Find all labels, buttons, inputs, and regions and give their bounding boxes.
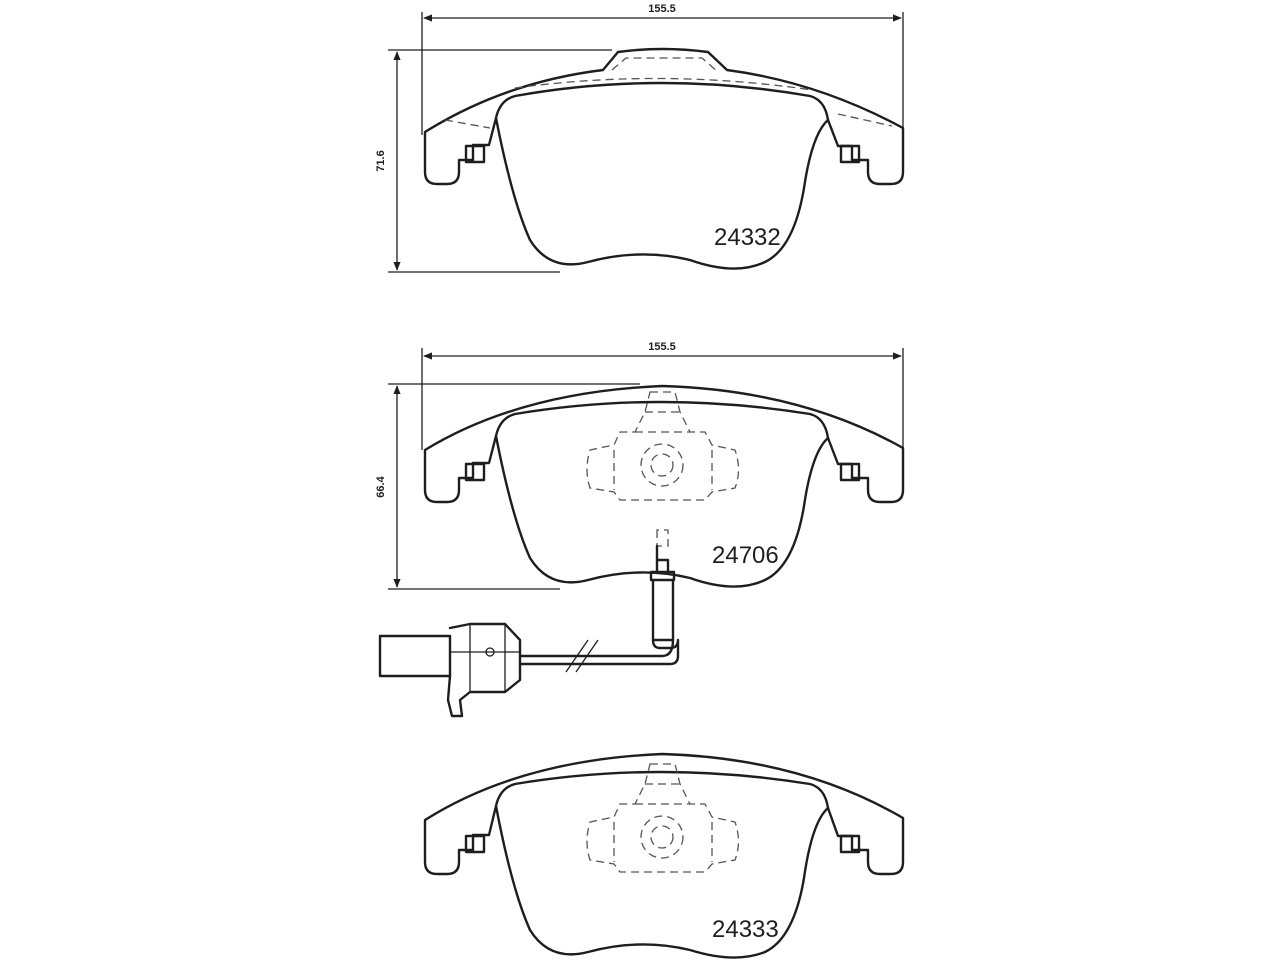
height-label: 66.4: [375, 475, 387, 497]
height-dimension-24332: 71.6: [375, 49, 612, 273]
clip-right: [839, 834, 861, 854]
sensor-connector: [378, 622, 522, 718]
friction-material: [494, 770, 830, 810]
hidden-spring: [586, 763, 740, 873]
width-dimension-24706: 155.5: [421, 341, 904, 455]
pad-24706: 155.5 66.4 24706: [375, 341, 905, 718]
height-dimension-24706: 66.4: [375, 383, 640, 590]
width-dimension-24332: 155.5: [421, 3, 904, 140]
part-number: 24706: [712, 542, 779, 569]
width-label: 155.5: [648, 3, 676, 15]
friction-material: [494, 81, 830, 122]
part-number: 24333: [712, 916, 779, 943]
height-label: 71.6: [375, 150, 387, 171]
clip-right: [839, 462, 861, 482]
wear-sensor: [378, 529, 680, 718]
hidden-spring: [586, 391, 740, 501]
friction-material: [494, 400, 830, 440]
hidden-lines: [444, 57, 893, 129]
pad-24333: 24333: [423, 752, 905, 959]
width-label: 155.5: [648, 341, 676, 353]
clip-left: [464, 462, 486, 482]
clip-left: [464, 144, 486, 164]
backing-plate-outline: [423, 47, 905, 270]
clip-left: [464, 834, 486, 854]
pad-24332: 155.5 71.6 24332: [375, 3, 905, 273]
clip-right: [839, 144, 861, 164]
part-number: 24332: [714, 224, 781, 251]
